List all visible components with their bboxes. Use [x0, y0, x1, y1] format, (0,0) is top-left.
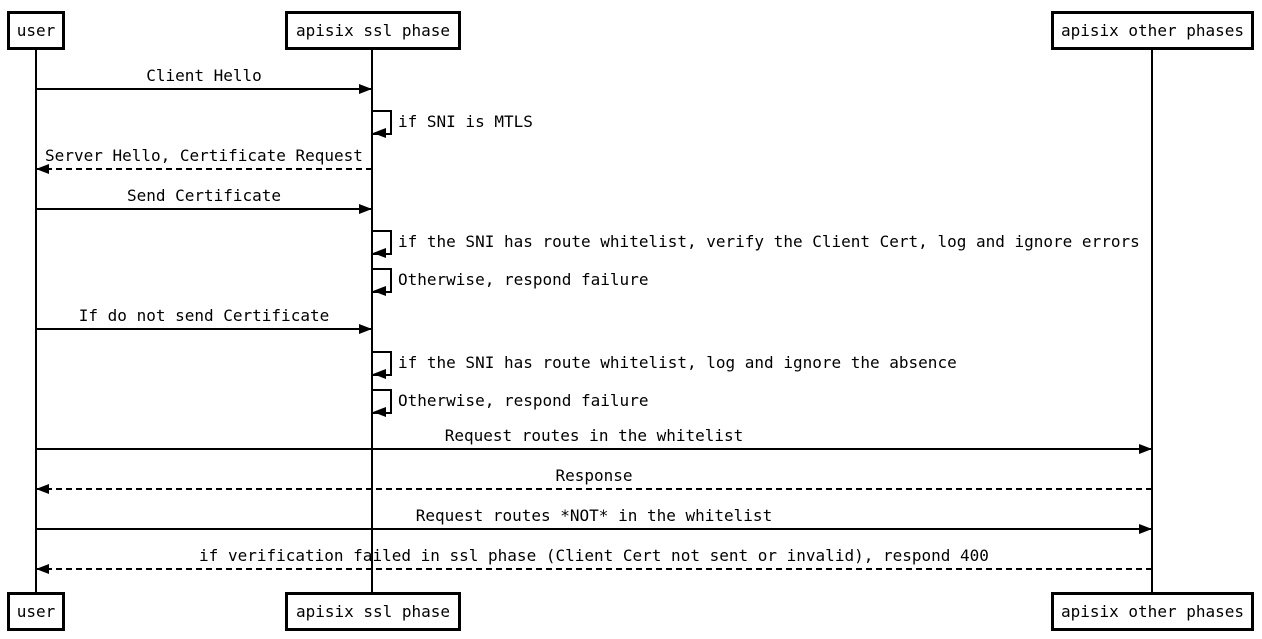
actor-apisix-other-phases-bottom: apisix other phases — [1051, 592, 1254, 631]
actor-apisix-other-phases-bottom-label: apisix other phases — [1060, 602, 1245, 621]
actor-user-top: user — [7, 11, 65, 50]
actor-apisix-ssl-phase-bottom: apisix ssl phase — [285, 592, 461, 631]
arrowhead-right-icon — [1139, 444, 1152, 454]
message-response-line — [36, 488, 1152, 490]
message-send-certificate-line — [36, 208, 372, 210]
self-loop-sni-mtls-label: if SNI is MTLS — [398, 112, 533, 131]
lifeline-apisix-other-phases — [1151, 50, 1153, 592]
lifeline-user — [35, 50, 37, 592]
message-response-label: Response — [555, 466, 633, 485]
arrowhead-left-icon — [373, 286, 386, 296]
message-server-hello-line — [36, 168, 372, 170]
arrowhead-left-icon — [36, 164, 49, 174]
arrowhead-left-icon — [373, 369, 386, 379]
actor-apisix-ssl-phase-top: apisix ssl phase — [285, 11, 461, 50]
arrowhead-right-icon — [359, 84, 372, 94]
arrowhead-left-icon — [373, 248, 386, 258]
message-no-certificate-label: If do not send Certificate — [78, 306, 330, 325]
message-request-whitelist-line — [36, 448, 1152, 450]
actor-apisix-ssl-phase-bottom-label: apisix ssl phase — [295, 602, 451, 621]
arrowhead-right-icon — [359, 324, 372, 334]
self-loop-respond-failure-2-label: Otherwise, respond failure — [398, 391, 649, 410]
message-respond-400-line — [36, 568, 1152, 570]
arrowhead-left-icon — [36, 564, 49, 574]
arrowhead-right-icon — [1139, 524, 1152, 534]
lifeline-apisix-ssl-phase — [371, 50, 373, 592]
message-request-not-whitelist-line — [36, 528, 1152, 530]
self-loop-respond-failure-1-label: Otherwise, respond failure — [398, 270, 649, 289]
arrowhead-left-icon — [373, 407, 386, 417]
message-respond-400-label: if verification failed in ssl phase (Cli… — [199, 546, 989, 565]
self-loop-ignore-absence-label: if the SNI has route whitelist, log and … — [398, 353, 957, 372]
arrowhead-left-icon — [373, 128, 386, 138]
message-send-certificate-label: Send Certificate — [126, 186, 282, 205]
actor-user-bottom: user — [7, 592, 65, 631]
arrowhead-right-icon — [359, 204, 372, 214]
message-server-hello-label: Server Hello, Certificate Request — [45, 146, 363, 165]
message-client-hello-label: Client Hello — [146, 66, 262, 85]
arrowhead-left-icon — [36, 484, 49, 494]
message-client-hello-line — [36, 88, 372, 90]
actor-apisix-other-phases-top-label: apisix other phases — [1060, 21, 1245, 40]
message-no-certificate-line — [36, 328, 372, 330]
actor-user-top-label: user — [16, 21, 56, 40]
actor-apisix-ssl-phase-top-label: apisix ssl phase — [295, 21, 451, 40]
actor-user-bottom-label: user — [16, 602, 56, 621]
self-loop-verify-cert-label: if the SNI has route whitelist, verify t… — [398, 232, 1140, 251]
message-request-not-whitelist-label: Request routes *NOT* in the whitelist — [415, 506, 773, 525]
actor-apisix-other-phases-top: apisix other phases — [1051, 11, 1254, 50]
message-request-whitelist-label: Request routes in the whitelist — [444, 426, 744, 445]
